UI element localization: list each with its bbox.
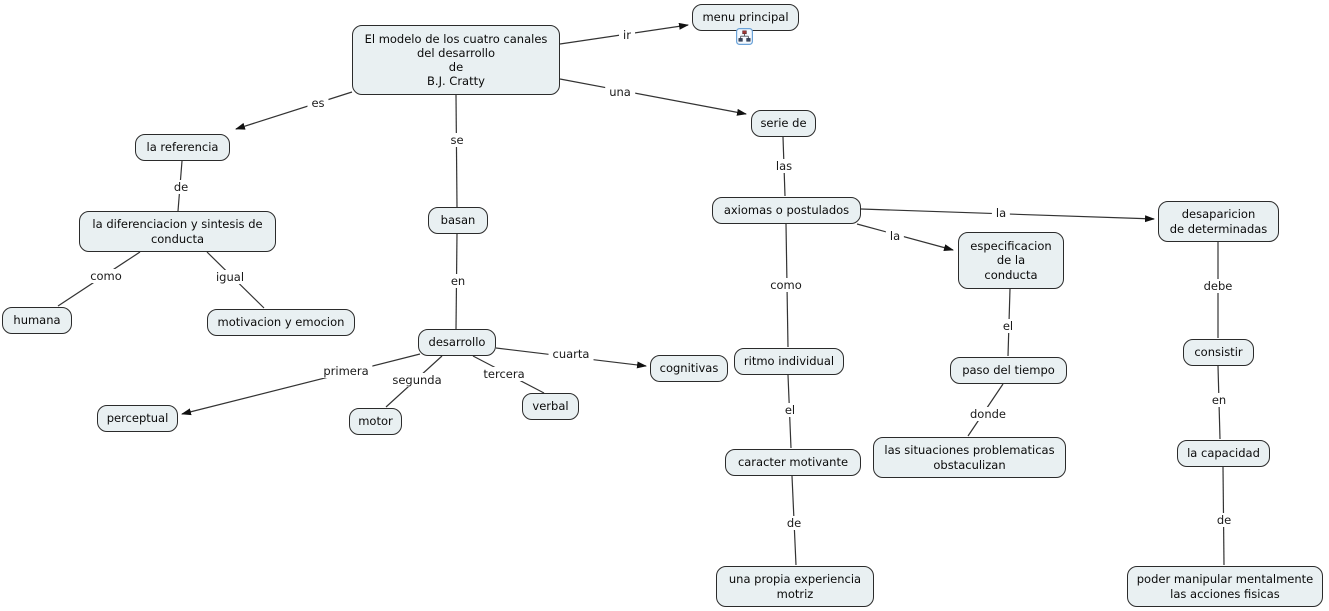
link-label-de-capacidad[interactable]: de: [1212, 513, 1236, 527]
node-ritmo-individual[interactable]: ritmo individual: [734, 348, 844, 375]
node-la-referencia-label: la referencia: [146, 140, 219, 155]
node-la-referencia[interactable]: la referencia: [135, 134, 230, 161]
node-consistir[interactable]: consistir: [1183, 339, 1254, 366]
link-label-es[interactable]: es: [307, 96, 329, 110]
link-label-tercera[interactable]: tercera: [479, 367, 529, 381]
link-label-ir[interactable]: ir: [619, 28, 635, 42]
node-consistir-label: consistir: [1194, 345, 1243, 360]
link-label-se[interactable]: se: [446, 133, 468, 147]
link-label-la-especificacion[interactable]: la: [885, 229, 905, 243]
link-label-como-conducta[interactable]: como: [86, 269, 126, 283]
node-axiomas-postulados[interactable]: axiomas o postulados: [712, 197, 861, 224]
node-motivacion-emocion-label: motivacion y emocion: [217, 315, 345, 330]
node-la-capacidad[interactable]: la capacidad: [1177, 440, 1270, 467]
node-la-capacidad-label: la capacidad: [1187, 446, 1260, 461]
node-ritmo-individual-label: ritmo individual: [743, 354, 835, 369]
node-poder-manipular-label: poder manipular mentalmente las acciones…: [1136, 572, 1314, 601]
node-situaciones-problematicas-label: las situaciones problematicas obstaculiz…: [884, 443, 1055, 472]
node-main-topic-label: El modelo de los cuatro canales del desa…: [364, 31, 548, 89]
link-label-igual[interactable]: igual: [211, 270, 249, 284]
node-basan[interactable]: basan: [428, 207, 488, 234]
link-label-la-desaparicion[interactable]: la: [991, 206, 1011, 220]
node-perceptual-label: perceptual: [106, 411, 169, 426]
link-label-debe[interactable]: debe: [1199, 279, 1237, 293]
link-label-cuarta[interactable]: cuarta: [548, 347, 594, 361]
linked-cmap-icon[interactable]: [736, 28, 754, 46]
node-motor[interactable]: motor: [349, 408, 402, 435]
node-caracter-motivante-label: caracter motivante: [737, 455, 849, 470]
link-label-el-ritmo[interactable]: el: [780, 403, 800, 417]
node-paso-del-tiempo-label: paso del tiempo: [962, 363, 1055, 378]
node-desarrollo[interactable]: desarrollo: [418, 329, 496, 356]
node-desaparicion-determinadas-label: desaparicion de determinadas: [1169, 207, 1268, 236]
link-label-de-referencia[interactable]: de: [169, 180, 193, 194]
node-desaparicion-determinadas[interactable]: desaparicion de determinadas: [1158, 201, 1279, 242]
node-experiencia-motriz-label: una propia experiencia motriz: [728, 572, 862, 601]
node-situaciones-problematicas[interactable]: las situaciones problematicas obstaculiz…: [873, 437, 1066, 478]
node-especificacion-conducta-label: especificacion de la conducta: [970, 239, 1052, 282]
node-verbal-label: verbal: [532, 399, 569, 414]
link-label-en-consistir[interactable]: en: [1207, 393, 1231, 407]
node-perceptual[interactable]: perceptual: [97, 405, 178, 432]
link-label-segunda[interactable]: segunda: [388, 373, 446, 387]
node-basan-label: basan: [440, 213, 476, 228]
link-label-primera[interactable]: primera: [319, 364, 373, 378]
node-cognitivas[interactable]: cognitivas: [650, 355, 728, 382]
node-verbal[interactable]: verbal: [522, 393, 579, 420]
node-diferenciacion-sintesis-label: la diferenciacion y sintesis de conducta: [92, 217, 263, 246]
node-motor-label: motor: [358, 414, 393, 429]
node-experiencia-motriz[interactable]: una propia experiencia motriz: [716, 566, 874, 607]
link-label-las[interactable]: las: [771, 159, 797, 173]
node-humana-label: humana: [13, 313, 61, 328]
node-serie-de-label: serie de: [760, 116, 807, 131]
link-label-en-basan[interactable]: en: [446, 274, 470, 288]
node-caracter-motivante[interactable]: caracter motivante: [725, 449, 861, 476]
node-motivacion-emocion[interactable]: motivacion y emocion: [207, 309, 355, 336]
node-menu-principal-label: menu principal: [702, 10, 789, 25]
node-desarrollo-label: desarrollo: [428, 335, 486, 350]
node-diferenciacion-sintesis[interactable]: la diferenciacion y sintesis de conducta: [79, 211, 276, 252]
node-menu-principal[interactable]: menu principal: [692, 4, 799, 31]
node-axiomas-postulados-label: axiomas o postulados: [723, 203, 850, 218]
link-label-una[interactable]: una: [605, 85, 635, 99]
node-paso-del-tiempo[interactable]: paso del tiempo: [950, 357, 1067, 384]
node-poder-manipular[interactable]: poder manipular mentalmente las acciones…: [1127, 566, 1323, 607]
node-especificacion-conducta[interactable]: especificacion de la conducta: [958, 232, 1064, 289]
link-label-como-axiomas[interactable]: como: [766, 278, 806, 292]
link-label-de-caracter[interactable]: de: [782, 516, 806, 530]
node-cognitivas-label: cognitivas: [659, 361, 719, 376]
link-label-el-especificacion[interactable]: el: [998, 319, 1018, 333]
link-label-donde[interactable]: donde: [966, 407, 1010, 421]
node-serie-de[interactable]: serie de: [751, 110, 816, 137]
node-humana[interactable]: humana: [2, 307, 72, 334]
node-main-topic[interactable]: El modelo de los cuatro canales del desa…: [352, 25, 560, 95]
